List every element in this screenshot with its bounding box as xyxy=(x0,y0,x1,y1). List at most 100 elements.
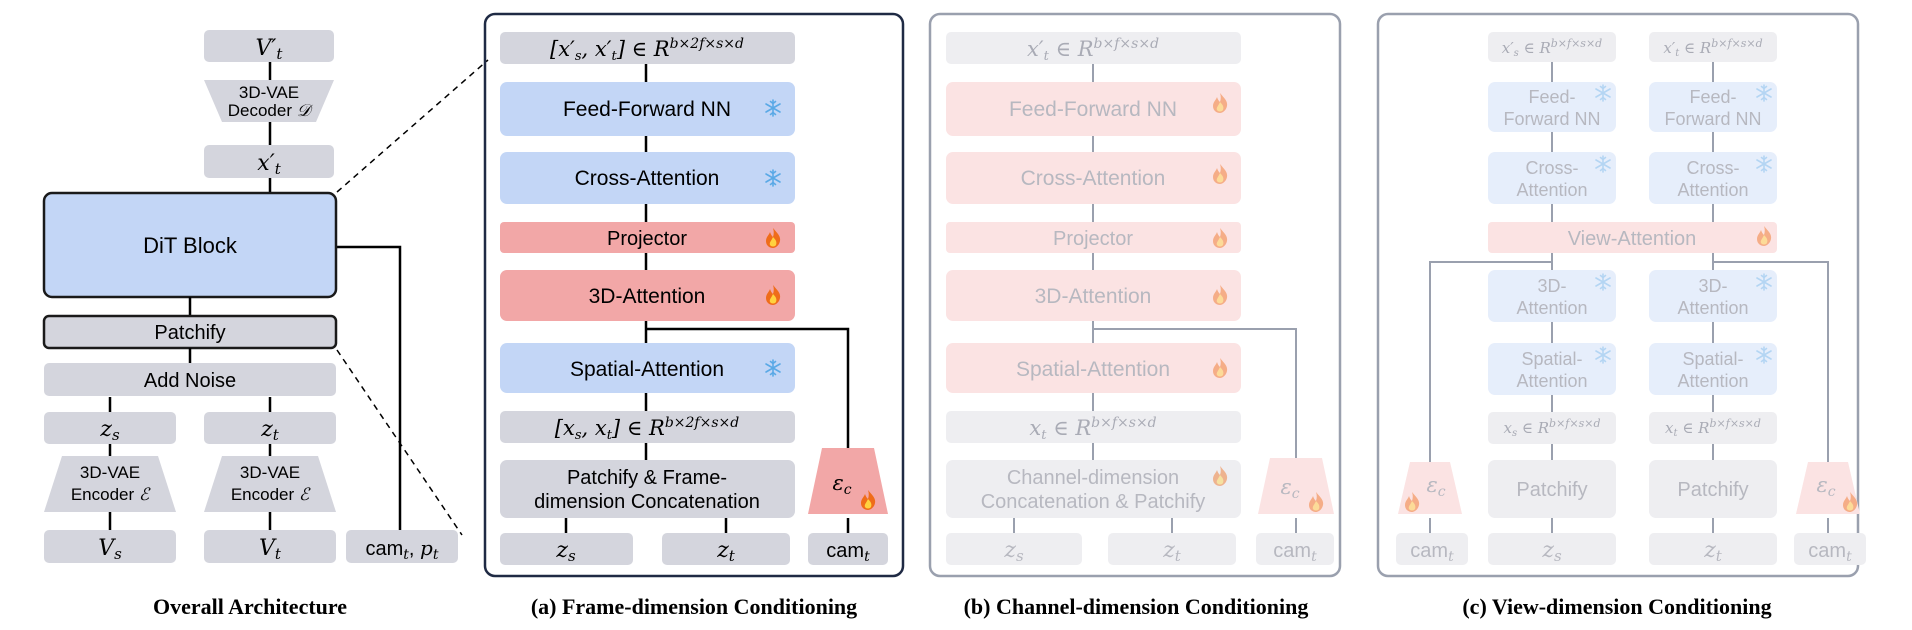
view-left-z-box xyxy=(1488,533,1616,565)
view-left-spatial-line1: Spatial- xyxy=(1521,349,1582,369)
encoder-s-line1: 3D-VAE xyxy=(80,463,140,482)
view-left-top-tensor: x′s ∈ Rb×f×s×d xyxy=(1502,37,1602,59)
frame-cross-label: Cross-Attention xyxy=(575,167,720,190)
view-left-cross-line1: Cross- xyxy=(1526,158,1579,178)
frame-bottom-tensor-box xyxy=(500,411,795,443)
view-left-3d-attn-box xyxy=(1488,270,1616,322)
frame-ffn-label: Feed-Forward NN xyxy=(563,98,731,121)
encoder-t-line1: 3D-VAE xyxy=(240,463,300,482)
decoder-box xyxy=(204,80,334,122)
view-left-cross-line2: Attention xyxy=(1516,180,1587,200)
channel-concat-line2: Concatenation & Patchify xyxy=(981,491,1206,513)
channel-ffn-label: Feed-Forward NN xyxy=(1009,98,1177,121)
view-dimension-panel: x′s ∈ Rb×f×s×d Feed- Forward NN Cross- A… xyxy=(1376,12,1866,619)
frame-bottom-tensor: [xs, xt] ∈ Rb×2f×s×d xyxy=(555,415,739,443)
view-right-eps-encoder xyxy=(1796,462,1860,514)
channel-cross-box xyxy=(946,152,1241,204)
view-right-3d-attn-box xyxy=(1649,270,1777,322)
frame-projector-label: Projector xyxy=(607,228,687,250)
channel-cam-box xyxy=(1256,533,1334,565)
view-right-cross-line2: Attention xyxy=(1677,180,1748,200)
view-left-cam-label: camt xyxy=(1410,540,1454,565)
view-left-3d-attn-line1: 3D- xyxy=(1537,276,1566,296)
xt-prime-box xyxy=(204,145,334,178)
view-right-cross-box xyxy=(1649,152,1777,204)
channel-zt-box xyxy=(1108,533,1236,565)
view-left-spatial-line2: Attention xyxy=(1516,371,1587,391)
cam-pt-box xyxy=(346,530,458,563)
view-left-ffn-box xyxy=(1488,82,1616,132)
view-right-3d-attn-line1: 3D- xyxy=(1698,276,1727,296)
frame-top-tensor-box xyxy=(500,32,795,64)
overall-caption: Overall Architecture xyxy=(153,594,347,619)
view-left-patchify-box xyxy=(1488,460,1616,518)
view-left-bottom-tensor-box xyxy=(1488,412,1616,444)
encoder-t-box xyxy=(204,456,336,512)
view-panel-border xyxy=(1376,12,1860,578)
view-right-ffn-line1: Feed- xyxy=(1689,87,1736,107)
add-noise-label: Add Noise xyxy=(144,370,236,392)
channel-caption: (b) Channel-dimension Conditioning xyxy=(964,594,1309,619)
frame-concat-line1: Patchify & Frame- xyxy=(567,467,727,489)
frame-spatial-box xyxy=(500,343,795,393)
view-caption: (c) View-dimension Conditioning xyxy=(1462,594,1771,619)
vt-prime-box xyxy=(204,30,334,62)
channel-zs-box xyxy=(946,533,1082,565)
channel-concat-box xyxy=(946,460,1241,518)
channel-ffn-box xyxy=(946,82,1241,136)
encoder-s-box xyxy=(44,456,176,512)
view-right-ffn-box xyxy=(1649,82,1777,132)
patchify-label: Patchify xyxy=(154,322,225,344)
encoder-s-line2: Encoder ℰ xyxy=(71,485,151,505)
channel-bottom-tensor-box xyxy=(946,411,1241,443)
frame-cam-label: camt xyxy=(826,540,870,565)
frame-projector-box xyxy=(500,222,795,253)
view-right-patchify-box xyxy=(1649,460,1777,518)
frame-zt-box xyxy=(662,533,790,565)
channel-spatial-box xyxy=(946,343,1241,393)
frame-spatial-label: Spatial-Attention xyxy=(570,358,724,381)
vt-box xyxy=(204,530,336,563)
channel-dimension-panel: x′t ∈ Rb×f×s×d Feed-Forward NN Cross-Att… xyxy=(928,12,1342,619)
view-right-z-box xyxy=(1649,533,1777,565)
frame-panel-border xyxy=(483,12,905,578)
decoder-label-line1: 3D-VAE xyxy=(239,83,299,102)
frame-top-tensor: [x′s, x′t] ∈ Rb×2f×s×d xyxy=(550,36,744,64)
zs-box xyxy=(44,412,176,444)
frame-dimension-panel: [x′s, x′t] ∈ Rb×2f×s×d Feed-Forward NN C… xyxy=(483,12,905,619)
view-right-3d-attn-line2: Attention xyxy=(1677,298,1748,318)
view-right-cam-box xyxy=(1794,533,1866,565)
channel-3d-attn-box xyxy=(946,270,1241,321)
view-right-patchify-label: Patchify xyxy=(1677,479,1748,501)
vs-box xyxy=(44,530,176,563)
dit-block-label: DiT Block xyxy=(143,233,238,258)
view-left-spatial-box xyxy=(1488,343,1616,395)
view-attention-box xyxy=(1488,222,1777,253)
view-right-bottom-tensor-box xyxy=(1649,412,1777,444)
cam-pt-label: camt, pt xyxy=(365,536,438,563)
view-left-3d-attn-line2: Attention xyxy=(1516,298,1587,318)
view-right-spatial-box xyxy=(1649,343,1777,395)
add-noise-box xyxy=(44,363,336,396)
channel-cam-label: camt xyxy=(1273,540,1317,565)
channel-cross-label: Cross-Attention xyxy=(1021,167,1166,190)
view-right-cross-line1: Cross- xyxy=(1687,158,1740,178)
view-right-ffn-line2: Forward NN xyxy=(1664,109,1761,129)
view-left-top-tensor-box xyxy=(1488,32,1616,62)
view-right-spatial-line1: Spatial- xyxy=(1682,349,1743,369)
view-right-spatial-line2: Attention xyxy=(1677,371,1748,391)
frame-caption: (a) Frame-dimension Conditioning xyxy=(531,594,857,619)
frame-eps-encoder xyxy=(808,448,888,514)
frame-cam-box xyxy=(808,533,888,565)
frame-ffn-box xyxy=(500,82,795,136)
encoder-t-line2: Encoder ℰ xyxy=(231,485,311,505)
frame-cross-box xyxy=(500,152,795,204)
frame-concat-line2: dimension Concatenation xyxy=(534,491,760,513)
view-attention-label: View-Attention xyxy=(1568,228,1697,250)
channel-panel-border xyxy=(928,12,1342,578)
zt-box xyxy=(204,412,336,444)
frame-3d-attn-label: 3D-Attention xyxy=(589,285,706,308)
view-left-ffn-line2: Forward NN xyxy=(1503,109,1600,129)
view-left-patchify-label: Patchify xyxy=(1516,479,1587,501)
